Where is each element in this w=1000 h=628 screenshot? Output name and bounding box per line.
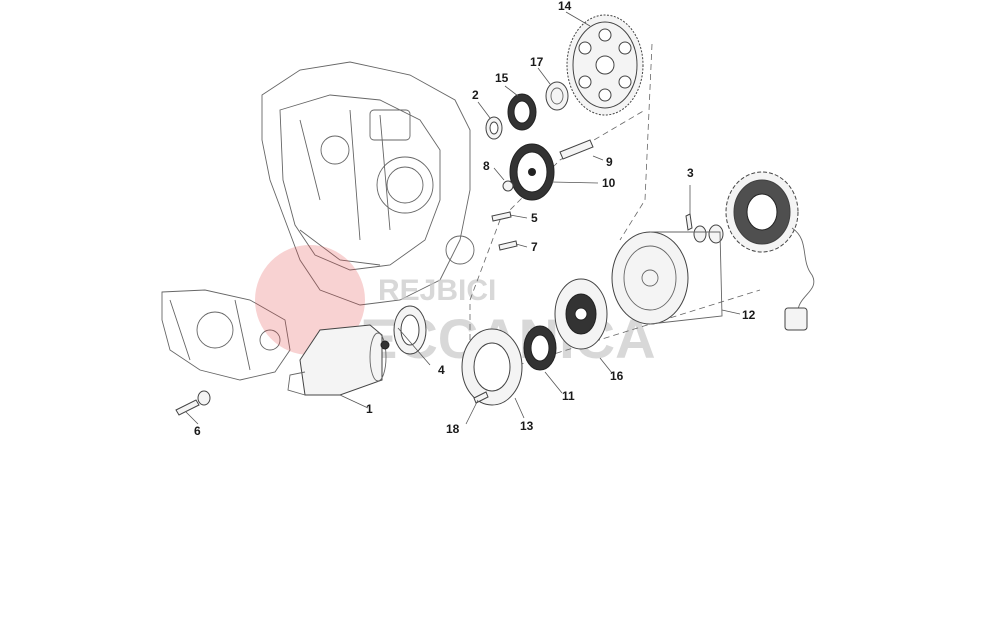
bolt-5	[491, 211, 512, 222]
leader-lines	[185, 11, 741, 425]
callout-14: 14	[558, 0, 572, 13]
idler-shaft	[559, 139, 594, 160]
one-way-clutch	[523, 325, 557, 371]
bolt-6	[175, 390, 211, 416]
bolt-3	[685, 213, 693, 231]
callout-4: 4	[438, 363, 445, 377]
callout-9: 9	[606, 155, 613, 169]
callout-15: 15	[495, 71, 509, 85]
bolt-7	[498, 240, 518, 251]
callout-18: 18	[446, 422, 460, 436]
bearing	[545, 81, 569, 111]
watermark-line1: REJBICI	[378, 274, 496, 307]
callout-2: 2	[472, 88, 479, 102]
callout-6: 6	[194, 424, 201, 438]
callout-3: 3	[687, 166, 694, 180]
crankcase	[261, 61, 475, 306]
callout-13: 13	[520, 419, 534, 433]
retaining-plate	[461, 328, 523, 406]
watermark-logo	[255, 245, 365, 355]
callout-10: 10	[602, 176, 616, 190]
washer	[485, 116, 503, 140]
starter-motor	[287, 324, 390, 396]
callout-12: 12	[742, 308, 756, 322]
gasket	[393, 305, 427, 355]
rotor	[611, 231, 723, 325]
callout-8: 8	[483, 159, 490, 173]
starter-clutch	[554, 278, 608, 350]
stator-washers	[693, 224, 724, 244]
starter-gear-large	[566, 14, 644, 116]
callout-7: 7	[531, 240, 538, 254]
callouts: 1 2 3 4 5 6 7 8 9 10 11 12 13 14 15 16 1…	[194, 0, 756, 438]
needle-bearing	[507, 93, 537, 131]
crankcase-fragment-left	[161, 289, 291, 381]
idler-gear	[509, 143, 555, 201]
callout-17: 17	[530, 55, 544, 69]
callout-11: 11	[562, 389, 575, 403]
callout-1: 1	[366, 402, 373, 416]
stator	[725, 171, 815, 331]
callout-5: 5	[531, 211, 538, 225]
callout-16: 16	[610, 369, 624, 383]
nut	[502, 180, 514, 192]
